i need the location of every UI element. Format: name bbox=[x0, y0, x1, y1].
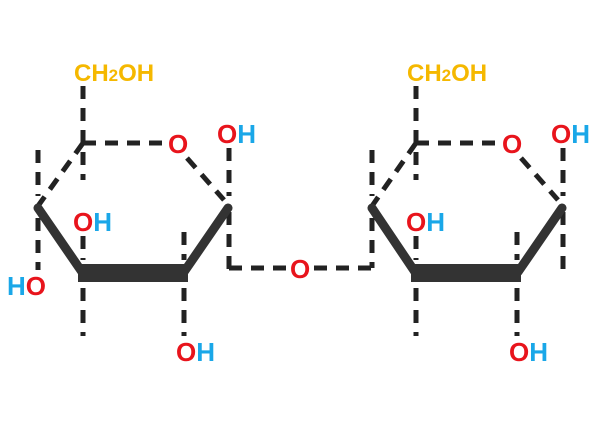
left-anomeric-oh-label: OH bbox=[217, 119, 256, 149]
right-c5-c4-bond bbox=[369, 141, 419, 208]
left-ring-o-c1-bond bbox=[185, 156, 226, 202]
left-c4-c3-wedge bbox=[33, 203, 87, 277]
left-c2-oh-h: H bbox=[196, 337, 215, 367]
right-ch2oh-subscript: 2 bbox=[442, 66, 451, 85]
right-ring-bonds bbox=[367, 86, 567, 336]
left-c2-oh-o: O bbox=[176, 337, 196, 367]
right-anomeric-oh-label: OH bbox=[551, 119, 590, 149]
left-ch2oh-ch: CH bbox=[74, 60, 109, 87]
left-c1-c2-wedge bbox=[179, 203, 233, 277]
left-c5-c4-bond bbox=[35, 141, 86, 208]
left-ch2oh-oh: OH bbox=[118, 60, 154, 87]
right-anomeric-oh-h: H bbox=[571, 119, 590, 149]
right-c3-oh-h: H bbox=[426, 207, 445, 237]
right-c2-oh-h: H bbox=[529, 337, 548, 367]
right-c3-oh-label: OH bbox=[406, 207, 445, 237]
right-anomeric-oh-o: O bbox=[551, 119, 571, 149]
right-ch2oh-label: CH2OH bbox=[407, 60, 487, 87]
left-ring-oxygen-label: O bbox=[168, 129, 188, 159]
left-c2-oh-label: OH bbox=[176, 337, 215, 367]
right-ring-o-c1-bond bbox=[519, 156, 560, 202]
left-c3-oh-o: O bbox=[73, 207, 93, 237]
left-c4-ho-label: HO bbox=[7, 271, 46, 301]
right-c2-oh-label: OH bbox=[509, 337, 548, 367]
right-c1-c2-wedge bbox=[513, 203, 567, 277]
right-c3-oh-o: O bbox=[406, 207, 426, 237]
left-c3-oh-h: H bbox=[93, 207, 112, 237]
left-ch2oh-subscript: 2 bbox=[109, 66, 118, 85]
right-ring-oxygen-label: O bbox=[502, 129, 522, 159]
right-ch2oh-ch: CH bbox=[407, 60, 442, 87]
right-c4-c3-wedge bbox=[367, 203, 420, 277]
left-anomeric-oh-o: O bbox=[217, 119, 237, 149]
right-ch2oh-oh: OH bbox=[451, 60, 487, 87]
right-c2-oh-o: O bbox=[509, 337, 529, 367]
left-c3-oh-label: OH bbox=[73, 207, 112, 237]
left-ring-bonds bbox=[33, 86, 233, 336]
left-anomeric-oh-h: H bbox=[237, 119, 256, 149]
glycosidic-oxygen-label: O bbox=[290, 254, 310, 284]
left-c4-ho-o: O bbox=[26, 271, 46, 301]
left-ch2oh-label: CH2OH bbox=[74, 60, 154, 87]
left-c4-ho-h: H bbox=[7, 271, 26, 301]
